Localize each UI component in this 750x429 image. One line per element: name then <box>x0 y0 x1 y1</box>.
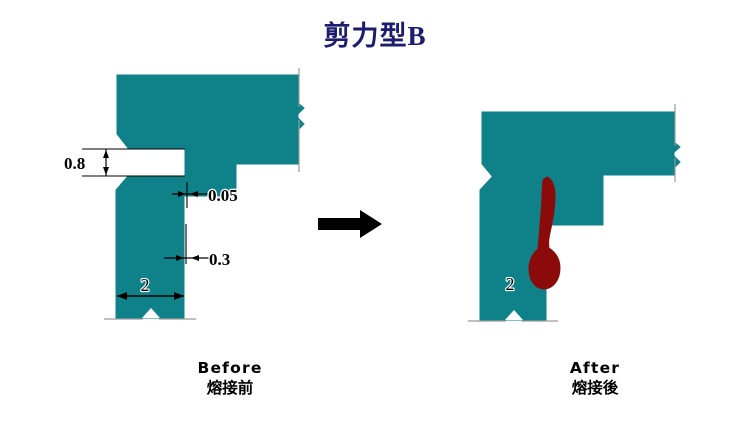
caption-before-en: Before <box>197 359 263 377</box>
before-diagram: 0.8 0.05 0.3 2 <box>64 68 305 320</box>
dim-005-label: 0.05 <box>208 186 238 205</box>
caption-after: After 熔接後 <box>505 358 685 398</box>
dim-08-arrow-up <box>103 150 109 158</box>
caption-before: Before 熔接前 <box>140 358 320 398</box>
dim-2-arrow-left <box>117 292 127 300</box>
dim-005-arrow-left <box>190 191 198 197</box>
label-2: 2 <box>506 274 515 294</box>
lower-plate-break-notch <box>142 308 160 318</box>
dim-2-label: 2 <box>141 275 150 295</box>
dim-005-arrow-right <box>178 191 186 197</box>
page-title: 剪力型B <box>323 21 427 51</box>
right-arrow-icon <box>318 210 382 238</box>
weld-bead-shape <box>528 176 561 290</box>
lower-plate-shape <box>479 176 547 321</box>
after-diagram: 2 <box>468 104 681 322</box>
upper-plate-break-symbol <box>671 140 681 170</box>
caption-after-cn: 熔接後 <box>571 379 619 397</box>
caption-after-en: After <box>569 359 621 377</box>
dim-03-arrow-right <box>176 255 184 261</box>
dim-08-arrow-down <box>103 167 109 175</box>
dim-2-arrow-right <box>174 292 184 300</box>
lower-plate-break-notch <box>505 310 523 320</box>
dim-08-label: 0.8 <box>64 154 85 173</box>
caption-before-cn: 熔接前 <box>206 379 254 397</box>
upper-plate-break-symbol <box>295 101 305 132</box>
dim-03-arrow-left <box>191 255 199 261</box>
dim-03-label: 0.3 <box>209 250 230 269</box>
